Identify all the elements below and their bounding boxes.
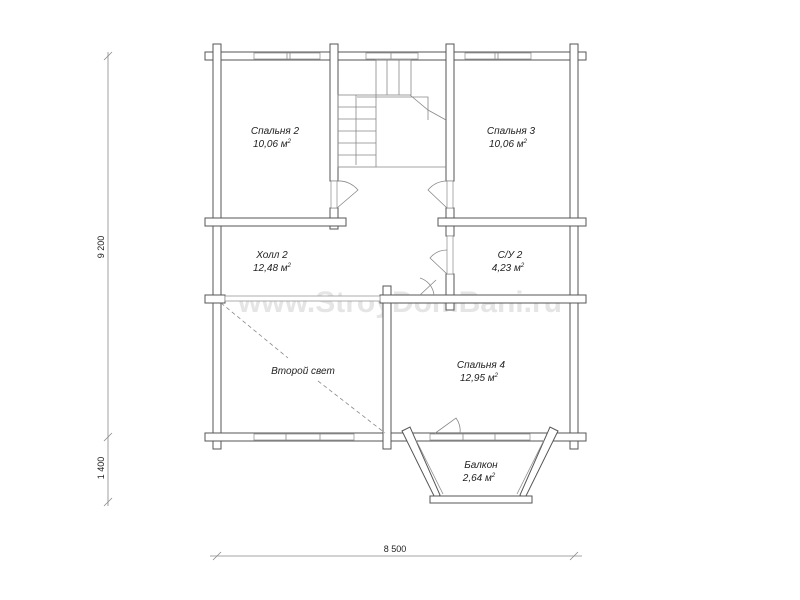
room-area: 4,23 м2 [492, 263, 525, 274]
balcony [401, 426, 559, 504]
wall-inner-v2c [445, 273, 455, 311]
windows [224, 52, 532, 441]
room-spalnya-2: Спальня 2 10,06 м2 [251, 126, 300, 150]
wall-inner-h3b [379, 294, 587, 304]
room-area: 12,48 м2 [253, 263, 292, 274]
room-vtoroy-svet: Второй свет [271, 366, 335, 377]
doors [330, 180, 461, 435]
room-name: Спальня 4 [457, 360, 506, 371]
dimension-bottom: 8 500 [210, 544, 582, 561]
stairs [337, 59, 447, 168]
room-area: 2,64 м2 [462, 473, 496, 484]
room-name: Спальня 3 [487, 126, 536, 137]
second-light-lines [220, 302, 386, 434]
room-spalnya-4: Спальня 4 12,95 м2 [457, 360, 506, 384]
room-area: 10,06 м2 [489, 139, 528, 150]
room-name: Спальня 2 [251, 126, 300, 137]
room-su-2: С/У 2 4,23 м2 [492, 250, 525, 274]
wall-inner-v3 [382, 285, 392, 450]
wall-inner-h3a [204, 294, 226, 304]
room-name: Второй свет [271, 366, 335, 377]
room-area: 12,95 м2 [460, 373, 499, 384]
room-balkon: Балкон 2,64 м2 [462, 460, 498, 484]
room-area: 10,06 м2 [253, 139, 292, 150]
room-holl-2: Холл 2 12,48 м2 [253, 250, 292, 274]
railing [224, 295, 381, 302]
wall-inner-h2 [437, 217, 587, 227]
room-name: Холл 2 [255, 250, 288, 261]
wall-left [212, 43, 222, 450]
room-name: Балкон [464, 460, 498, 471]
wall-inner-h1 [204, 217, 347, 227]
dimension-left: 9 200 1 400 [96, 51, 113, 507]
wall-right [569, 43, 579, 450]
wall-inner-v2 [445, 43, 455, 182]
wall-bottom [204, 432, 587, 442]
dimension-width: 8 500 [384, 544, 407, 554]
room-name: С/У 2 [498, 250, 523, 261]
dimension-height-balcony: 1 400 [96, 457, 106, 480]
wall-inner-v1 [329, 43, 339, 182]
room-spalnya-3: Спальня 3 10,06 м2 [487, 126, 536, 150]
dimension-height-main: 9 200 [96, 236, 106, 259]
walls [204, 43, 587, 450]
